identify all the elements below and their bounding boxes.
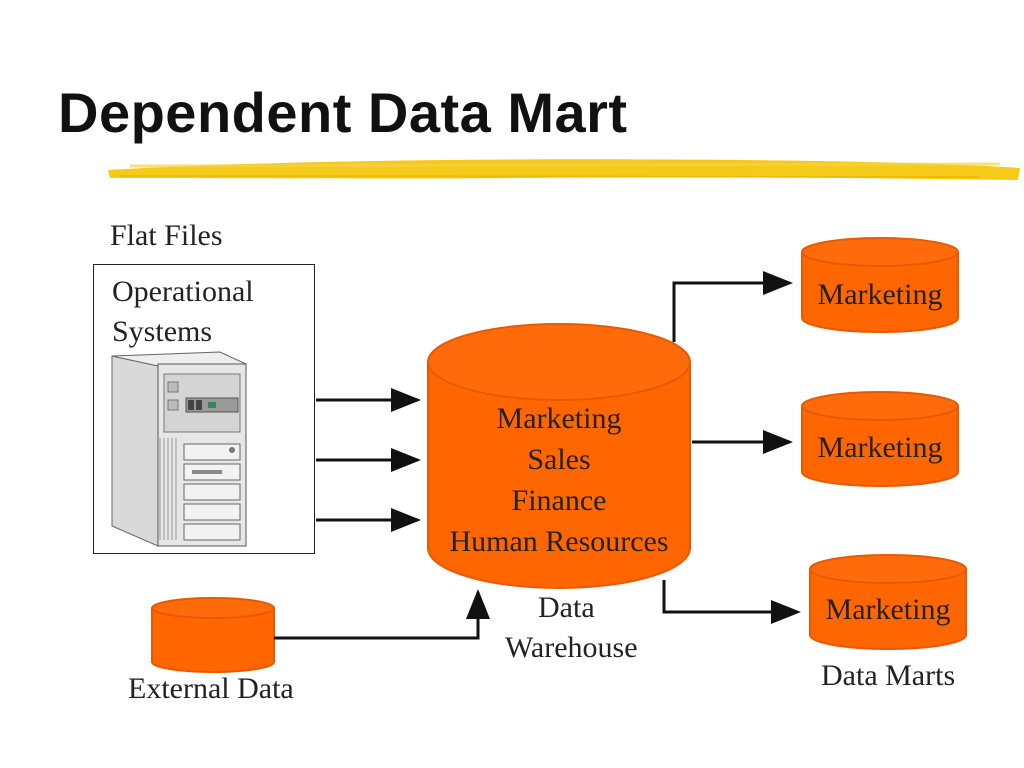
server-tower-icon <box>111 351 247 547</box>
page-title: Dependent Data Mart <box>58 81 628 144</box>
operational-systems-label-line2: Systems <box>112 315 213 348</box>
flat-files-label: Flat Files <box>110 219 223 252</box>
data-mart-cylinder-1 <box>801 237 959 333</box>
arrow-warehouse-to-mart-1 <box>672 271 793 342</box>
warehouse-item-sales: Sales <box>527 443 591 476</box>
data-warehouse-label-line2: Warehouse <box>505 631 638 664</box>
data-mart-2-label: Marketing <box>817 431 943 464</box>
highlighter-underline <box>108 159 1020 180</box>
data-mart-cylinder-2 <box>801 391 959 487</box>
arrow-warehouse-to-mart-3 <box>662 580 801 624</box>
data-mart-3-label: Marketing <box>825 593 951 626</box>
data-marts-label: Data Marts <box>821 659 956 692</box>
data-warehouse-label-line1: Data <box>538 591 595 624</box>
external-data-cylinder <box>151 597 275 673</box>
warehouse-contents: Marketing Sales Finance Human Resources <box>428 398 690 562</box>
data-mart-1-label: Marketing <box>817 278 943 311</box>
warehouse-item-human-resources: Human Resources <box>449 525 669 558</box>
arrow-external-to-warehouse <box>274 589 490 640</box>
data-mart-cylinder-3 <box>809 554 967 650</box>
external-data-label: External Data <box>128 672 294 705</box>
warehouse-item-finance: Finance <box>511 484 607 517</box>
operational-systems-label-line1: Operational <box>112 275 254 308</box>
data-warehouse-cylinder <box>427 323 691 589</box>
warehouse-item-marketing: Marketing <box>496 402 622 435</box>
